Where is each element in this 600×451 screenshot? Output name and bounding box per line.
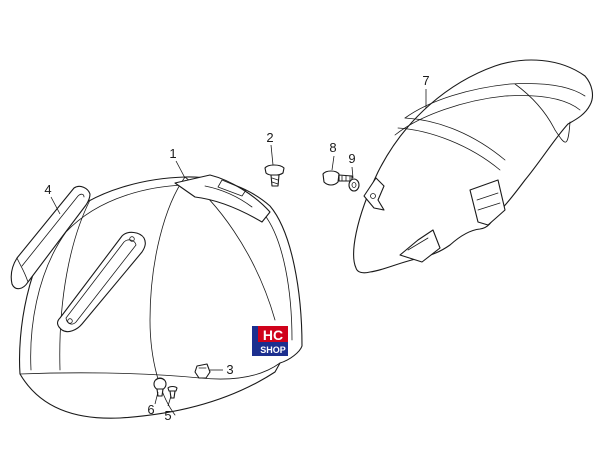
leader-lines [50, 89, 427, 407]
leader-2 [270, 144, 274, 166]
leader-4 [50, 196, 61, 215]
screw-part-5 [167, 385, 178, 399]
watermark-red-top [258, 326, 288, 342]
leader-9 [351, 166, 354, 179]
trim-strip-part [10, 185, 91, 290]
leader-1 [175, 160, 186, 179]
bolt-part-6 [153, 377, 167, 397]
front-mudguard-part [19, 174, 303, 419]
washer-part-9 [348, 178, 360, 192]
watermark-blue-bottom [258, 342, 288, 356]
callout-9: 9 [348, 151, 355, 166]
watermark-line2: SHOP [260, 345, 286, 355]
leader-8 [331, 155, 335, 171]
callout-5: 5 [164, 408, 171, 423]
callout-2: 2 [266, 130, 273, 145]
callout-3: 3 [226, 362, 233, 377]
watermark-blue-stripe [252, 326, 258, 356]
callout-6: 6 [147, 402, 154, 417]
nut-part-3 [194, 363, 211, 379]
leader-5 [167, 395, 172, 407]
callout-labels: 1 2 3 4 5 6 7 8 9 [44, 73, 429, 423]
callout-8: 8 [329, 140, 336, 155]
screw-part-2 [264, 164, 285, 187]
leader-6 [154, 391, 159, 405]
watermark-line1: HC [263, 327, 283, 343]
hc-shop-watermark: HC SHOP [252, 326, 288, 356]
callout-7: 7 [422, 73, 429, 88]
callout-1: 1 [169, 146, 176, 161]
rear-hugger-part [353, 59, 594, 274]
bolt-part-8 [322, 170, 353, 186]
callout-4: 4 [44, 182, 51, 197]
